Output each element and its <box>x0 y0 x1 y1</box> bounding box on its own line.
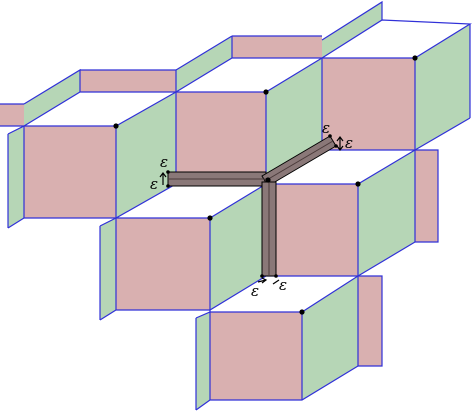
front-face <box>415 150 438 242</box>
vertex-dot <box>299 309 305 315</box>
vertex-dot <box>274 274 278 278</box>
side-face <box>302 276 358 400</box>
vertex-dot <box>113 123 119 129</box>
side-face <box>116 92 176 218</box>
front-face <box>176 92 266 184</box>
vertex-dot <box>207 215 213 221</box>
front-face <box>116 218 210 310</box>
vertex-dot <box>166 184 170 188</box>
vertex-dot <box>263 89 269 95</box>
side-face <box>196 312 210 410</box>
front-face <box>232 36 322 58</box>
side-face <box>8 126 24 228</box>
front-face <box>24 126 116 218</box>
front-face <box>80 70 176 92</box>
vertex-dot <box>265 177 271 183</box>
epsilon-label-left-lower: ε <box>150 175 158 193</box>
epsilon-label-right-arrow: ε <box>345 134 353 152</box>
side-face <box>210 184 266 310</box>
row-2 <box>8 24 470 228</box>
vertex-dot <box>412 55 418 61</box>
side-face <box>100 218 116 320</box>
side-face <box>176 36 232 92</box>
vertices <box>113 55 418 315</box>
side-face <box>24 70 80 126</box>
vertex-dot <box>166 170 170 174</box>
side-face <box>322 2 382 58</box>
vertex-dot <box>260 274 264 278</box>
vertex-dot <box>355 181 361 187</box>
row-3 <box>100 150 438 320</box>
front-face <box>0 104 24 126</box>
epsilon-label-bottom-left: ε <box>251 282 259 300</box>
front-face <box>210 312 302 400</box>
side-face <box>358 150 415 276</box>
front-face <box>266 184 358 276</box>
epsilon-arrows <box>159 136 344 285</box>
epsilon-label-bottom-right: ε <box>279 276 287 294</box>
back-row <box>0 2 382 126</box>
side-face <box>415 24 470 150</box>
vertex-dot <box>328 134 332 138</box>
vertex-dot <box>334 144 338 148</box>
front-face <box>358 276 382 366</box>
arrow-icon <box>272 279 280 285</box>
front-face <box>322 58 415 150</box>
epsilon-label-top-right: ε <box>322 119 330 137</box>
epsilon-label-left-upper: ε <box>160 153 168 171</box>
row-4 <box>196 276 382 410</box>
